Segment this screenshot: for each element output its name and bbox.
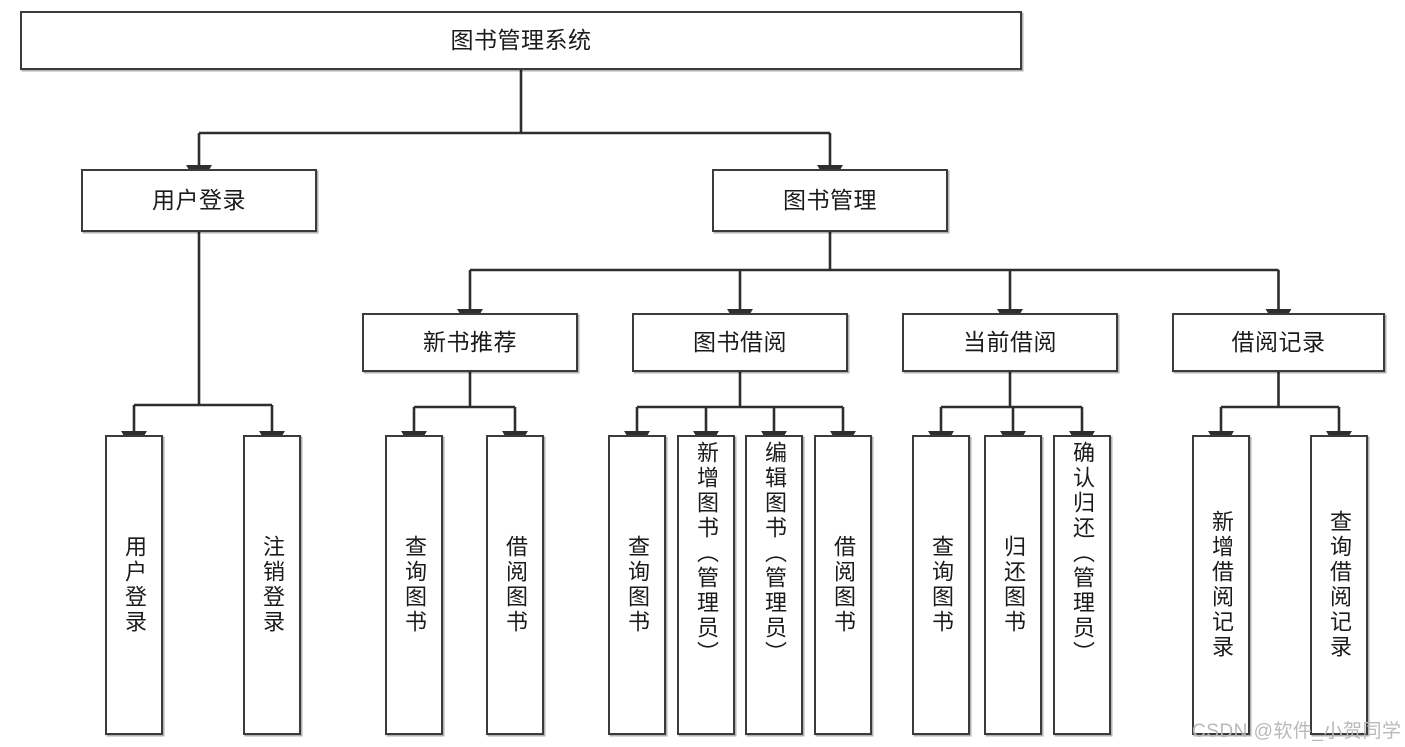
node-label: 用户登录 <box>152 186 246 213</box>
node-label: 新书推荐 <box>423 328 517 355</box>
node-label: 借阅图书 <box>502 535 528 635</box>
node-leaf-current-return-book[interactable]: 归还图书 <box>984 435 1042 735</box>
node-leaf-rec-borrow-book[interactable]: 借阅图书 <box>486 435 544 735</box>
node-leaf-rec-query-book[interactable]: 查询图书 <box>385 435 443 735</box>
connector-group <box>121 70 1352 453</box>
node-borrow-record[interactable]: 借阅记录 <box>1172 313 1385 372</box>
node-leaf-current-confirm-return[interactable]: 确认归还（管理员） <box>1053 435 1111 735</box>
node-label: 注销登录 <box>259 535 285 635</box>
node-user-login[interactable]: 用户登录 <box>81 169 317 232</box>
node-label: 确认归还（管理员） <box>1069 441 1095 666</box>
node-leaf-current-query-book[interactable]: 查询图书 <box>912 435 970 735</box>
node-leaf-borrow-borrow-book[interactable]: 借阅图书 <box>814 435 872 735</box>
node-leaf-borrow-query-book[interactable]: 查询图书 <box>608 435 666 735</box>
node-leaf-record-query[interactable]: 查询借阅记录 <box>1310 435 1368 735</box>
node-label: 查询图书 <box>401 535 427 635</box>
node-new-book-recommend[interactable]: 新书推荐 <box>362 313 578 372</box>
node-book-manage[interactable]: 图书管理 <box>712 169 948 232</box>
node-current-borrow[interactable]: 当前借阅 <box>902 313 1118 372</box>
node-label: 查询图书 <box>624 535 650 635</box>
node-leaf-record-add[interactable]: 新增借阅记录 <box>1192 435 1250 735</box>
node-label: 当前借阅 <box>963 328 1057 355</box>
node-label: 借阅图书 <box>830 535 856 635</box>
node-label: 查询图书 <box>928 535 954 635</box>
node-label: 借阅记录 <box>1231 328 1326 355</box>
node-root[interactable]: 图书管理系统 <box>20 11 1022 70</box>
node-leaf-borrow-add-book[interactable]: 新增图书（管理员） <box>677 435 735 735</box>
node-leaf-user-logout[interactable]: 注销登录 <box>243 435 301 735</box>
node-leaf-user-login[interactable]: 用户登录 <box>105 435 163 735</box>
node-label: 图书管理 <box>783 186 877 213</box>
node-label: 图书借阅 <box>693 328 787 355</box>
node-label: 新增借阅记录 <box>1208 510 1234 660</box>
node-label: 用户登录 <box>121 535 147 635</box>
node-label: 新增图书（管理员） <box>693 441 719 666</box>
node-label: 归还图书 <box>1000 535 1026 635</box>
node-label: 编辑图书（管理员） <box>761 441 787 666</box>
node-leaf-borrow-edit-book[interactable]: 编辑图书（管理员） <box>745 435 803 735</box>
node-label: 图书管理系统 <box>450 26 592 53</box>
node-book-borrow[interactable]: 图书借阅 <box>632 313 848 372</box>
node-label: 查询借阅记录 <box>1326 510 1352 660</box>
